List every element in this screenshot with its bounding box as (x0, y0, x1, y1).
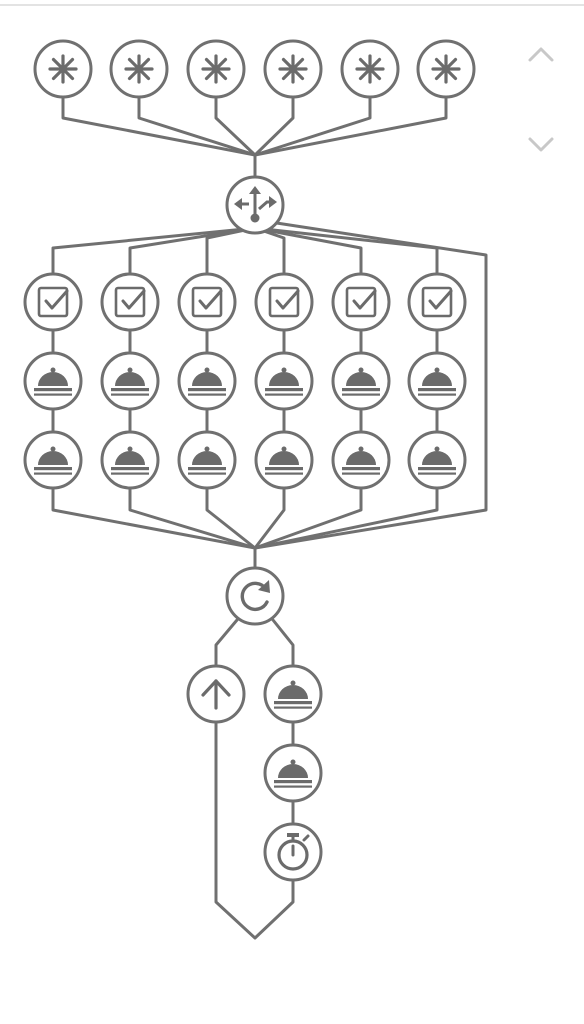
edge-trigger-3 (214, 95, 257, 179)
node-b2[interactable] (100, 430, 160, 490)
node-c1[interactable] (23, 272, 83, 332)
edge-bypass (253, 220, 488, 550)
node-c5[interactable] (331, 272, 391, 332)
asterisk-icon (431, 54, 461, 84)
node-a1[interactable] (23, 351, 83, 411)
node-refresh[interactable] (225, 566, 285, 626)
node-r2[interactable] (263, 743, 323, 803)
checkbox-icon (268, 286, 300, 318)
chevron-up-icon (528, 47, 554, 62)
edge-trigger-6 (253, 95, 448, 179)
node-up[interactable] (186, 664, 246, 724)
cloche-icon (418, 446, 456, 475)
chevron-down-icon (528, 137, 554, 152)
edge-merge-2 (128, 486, 257, 550)
node-n4[interactable] (263, 39, 323, 99)
node-c6[interactable] (407, 272, 467, 332)
cloche-icon (274, 759, 312, 788)
edge-merge-5 (253, 486, 363, 550)
node-b6[interactable] (407, 430, 467, 490)
stopwatch-icon (277, 833, 310, 871)
node-a4[interactable] (254, 351, 314, 411)
edge-split-1 (51, 226, 257, 276)
cloche-icon (188, 446, 226, 475)
edge-merge-4 (253, 486, 286, 550)
node-a2[interactable] (100, 351, 160, 411)
node-b1[interactable] (23, 430, 83, 490)
cloche-icon (342, 367, 380, 396)
edge-merge-3 (205, 486, 257, 550)
scroll-up-button[interactable] (524, 40, 558, 66)
scroll-down-button[interactable] (524, 132, 558, 158)
edge-merge-6 (253, 486, 439, 550)
arrow-up-icon (201, 679, 231, 710)
edge-split-3 (205, 226, 257, 276)
diagram-nodes (23, 39, 476, 882)
asterisk-icon (278, 54, 308, 84)
edge-refresh-left (214, 618, 239, 668)
cloche-icon (265, 446, 303, 475)
edge-trigger-1 (61, 95, 257, 179)
checkbox-icon (37, 286, 69, 318)
asterisk-icon (48, 54, 78, 84)
node-a5[interactable] (331, 351, 391, 411)
cloche-icon (188, 367, 226, 396)
checkbox-icon (191, 286, 223, 318)
cloche-icon (418, 367, 456, 396)
cloche-icon (274, 680, 312, 709)
node-n3[interactable] (186, 39, 246, 99)
edge-refresh-right (271, 618, 295, 668)
edge-split-2 (128, 226, 257, 276)
node-timer[interactable] (263, 822, 323, 882)
top-border (0, 0, 584, 6)
edge-split-4 (253, 226, 286, 276)
node-a6[interactable] (407, 351, 467, 411)
node-b5[interactable] (331, 430, 391, 490)
cloche-icon (34, 367, 72, 396)
node-n6[interactable] (416, 39, 476, 99)
asterisk-icon (124, 54, 154, 84)
split-arrows-icon (234, 186, 277, 223)
edge-split-5 (253, 226, 363, 276)
checkbox-icon (421, 286, 453, 318)
cloche-icon (34, 446, 72, 475)
checkbox-icon (345, 286, 377, 318)
asterisk-icon (201, 54, 231, 84)
node-n2[interactable] (109, 39, 169, 99)
cloche-icon (265, 367, 303, 396)
cloche-icon (342, 446, 380, 475)
node-c4[interactable] (254, 272, 314, 332)
refresh-icon (240, 580, 270, 612)
asterisk-icon (355, 54, 385, 84)
node-b3[interactable] (177, 430, 237, 490)
node-n1[interactable] (33, 39, 93, 99)
node-c2[interactable] (100, 272, 160, 332)
edge-final-join (214, 720, 295, 940)
node-r1[interactable] (263, 664, 323, 724)
cloche-icon (111, 367, 149, 396)
edge-merge-1 (51, 486, 257, 550)
node-b4[interactable] (254, 430, 314, 490)
node-a3[interactable] (177, 351, 237, 411)
diagram-edges (51, 95, 488, 940)
cloche-icon (111, 446, 149, 475)
node-split[interactable] (225, 175, 285, 235)
edge-trigger-4 (253, 95, 295, 179)
node-c3[interactable] (177, 272, 237, 332)
checkbox-icon (114, 286, 146, 318)
node-n5[interactable] (340, 39, 400, 99)
